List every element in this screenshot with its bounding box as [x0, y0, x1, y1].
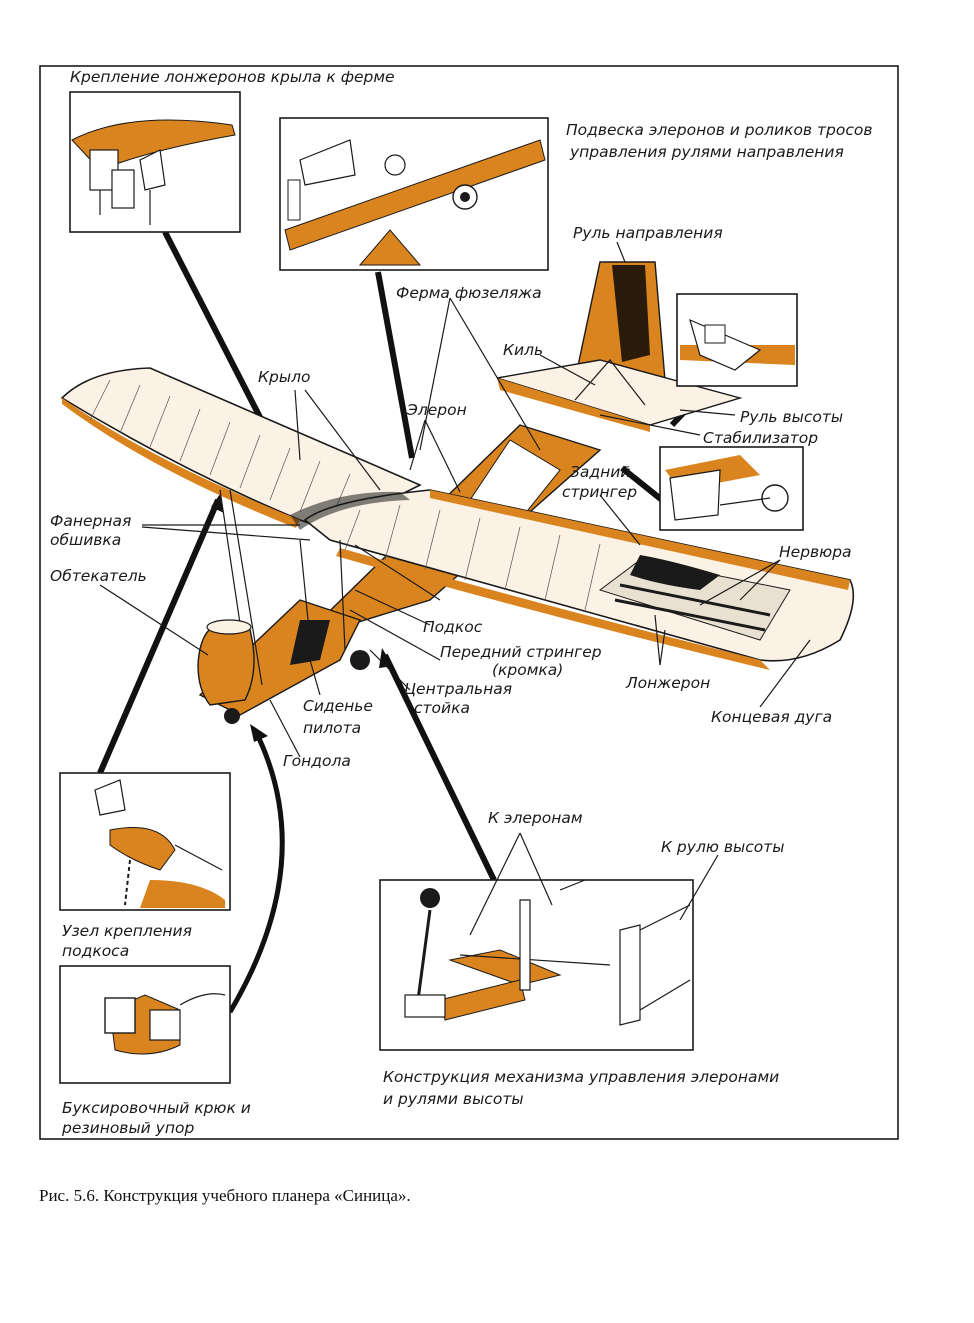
- label-front-stringer-2: (кромка): [492, 661, 563, 679]
- label-plywood-2: обшивка: [50, 531, 121, 549]
- label-rear-stringer-2: стрингер: [562, 483, 637, 501]
- label-tow-hook-1: Буксировочный крюк и: [62, 1099, 251, 1117]
- left-wing: [60, 367, 422, 531]
- right-wing-ribs: [344, 504, 601, 611]
- label-control-mech-2: и рулями высоты: [383, 1090, 524, 1108]
- label-plywood-1: Фанерная: [50, 512, 131, 530]
- label-stabilizer: Стабилизатор: [703, 429, 818, 447]
- inset-strut-joint: [59, 772, 231, 911]
- label-seat-2: пилота: [303, 719, 361, 737]
- label-elevator: Руль высоты: [740, 408, 843, 426]
- label-rib: Нервюра: [779, 543, 852, 561]
- label-rear-stringer-1: Задний: [570, 463, 630, 481]
- inset-rudder-hinge: [676, 293, 798, 387]
- figure-caption: Рис. 5.6. Конструкция учебного планера «…: [39, 1186, 411, 1205]
- label-wingtip: Концевая дуга: [711, 708, 832, 726]
- label-fairing: Обтекатель: [50, 567, 147, 585]
- label-front-stringer-1: Передний стрингер: [440, 643, 602, 661]
- label-wing: Крыло: [258, 368, 310, 386]
- labels: Крепление лонжеронов крыла к ферме Подве…: [50, 68, 873, 1137]
- glider-main: [60, 261, 855, 724]
- inset-spar-mount: [69, 91, 241, 233]
- label-fin: Киль: [503, 341, 543, 359]
- label-gondola: Гондола: [283, 752, 351, 770]
- label-tow-hook-2: резиновый упор: [61, 1119, 194, 1137]
- inset-elevator-hinge: [659, 446, 804, 531]
- label-strut-joint-2: подкоса: [62, 942, 129, 960]
- figure-frame: [39, 65, 899, 1140]
- label-central-post-1: Центральная: [404, 680, 512, 698]
- label-aileron-suspension-2: управления рулями направления: [569, 143, 844, 161]
- label-spar: Лонжерон: [625, 674, 710, 692]
- nose-fairing: [197, 621, 255, 706]
- label-fuselage-truss: Ферма фюзеляжа: [396, 284, 542, 302]
- thin-leaders: [99, 241, 811, 936]
- label-to-ailerons: К элеронам: [488, 809, 583, 827]
- label-aileron-suspension-1: Подвеска элеронов и роликов тросов: [566, 121, 873, 139]
- label-strut-joint-1: Узел крепления: [62, 922, 192, 940]
- label-to-elevator: К рулю высоты: [661, 838, 784, 856]
- inset-aileron-suspension: [279, 117, 549, 271]
- rudder-dark: [612, 265, 650, 362]
- label-control-mech-1: Конструкция механизма управления элерона…: [383, 1068, 779, 1086]
- inset-tow-hook: [59, 965, 231, 1084]
- label-seat-1: Сиденье: [303, 697, 373, 715]
- inset-control-mechanism: [379, 879, 694, 1051]
- label-spar-mount: Крепление лонжеронов крыла к ферме: [70, 68, 395, 86]
- label-central-post-2: стойка: [414, 699, 470, 717]
- label-aileron: Элерон: [406, 401, 467, 419]
- label-strut: Подкос: [423, 618, 483, 636]
- label-rudder: Руль направления: [573, 224, 723, 242]
